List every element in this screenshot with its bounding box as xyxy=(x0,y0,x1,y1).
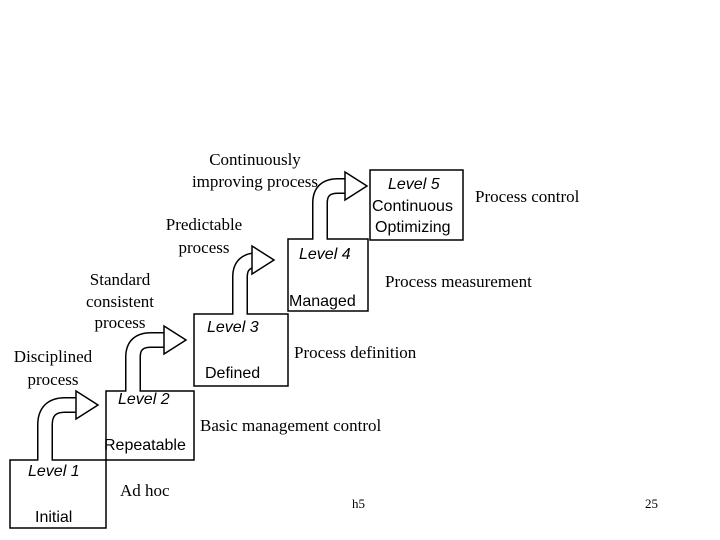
level-4-label: Level 4 xyxy=(299,246,351,263)
transition-4-label-line-1: Continuously xyxy=(209,150,301,169)
level-4-box xyxy=(287,238,369,312)
transition-3-label-line-1: Predictable xyxy=(166,215,242,234)
transition-2-label-line-3: process xyxy=(95,313,146,332)
level-5-box xyxy=(369,169,464,241)
level-1-name: Initial xyxy=(35,509,72,526)
level-3-name: Defined xyxy=(205,365,260,382)
arrow-level-1-to-2 xyxy=(37,389,100,461)
level-2-box xyxy=(105,390,195,461)
level-1-box xyxy=(9,459,107,529)
control-process-control: Process control xyxy=(475,187,580,206)
level-5-name-line-2: Optimizing xyxy=(375,219,451,236)
footer-code: h5 xyxy=(352,496,365,511)
arrow-level-2-to-3 xyxy=(125,324,188,392)
level-1-label: Level 1 xyxy=(28,463,80,480)
transition-2-label-line-2: consistent xyxy=(86,292,154,311)
control-ad-hoc: Ad hoc xyxy=(120,481,170,500)
level-2-label: Level 2 xyxy=(118,391,170,408)
footer-page-number: 25 xyxy=(645,496,658,511)
control-process-measurement: Process measurement xyxy=(385,272,532,291)
arrow-level-3-to-4 xyxy=(232,244,276,315)
control-process-definition: Process definition xyxy=(294,343,417,362)
level-3-label: Level 3 xyxy=(207,319,259,336)
transition-2-label-line-1: Standard xyxy=(90,270,151,289)
level-2-name: Repeatable xyxy=(104,437,186,454)
level-5-label: Level 5 xyxy=(388,176,440,193)
level-5-name-line-1: Continuous xyxy=(372,198,453,215)
level-4-name: Managed xyxy=(289,293,356,310)
arrow-level-4-to-5 xyxy=(312,170,369,240)
control-basic-management-control: Basic management control xyxy=(200,416,382,435)
transition-1-label-line-1: Disciplined xyxy=(14,347,93,366)
transition-1-label-line-2: process xyxy=(28,370,79,389)
transition-3-label-line-2: process xyxy=(179,238,230,257)
transition-4-label-line-2: improving process xyxy=(192,172,318,191)
